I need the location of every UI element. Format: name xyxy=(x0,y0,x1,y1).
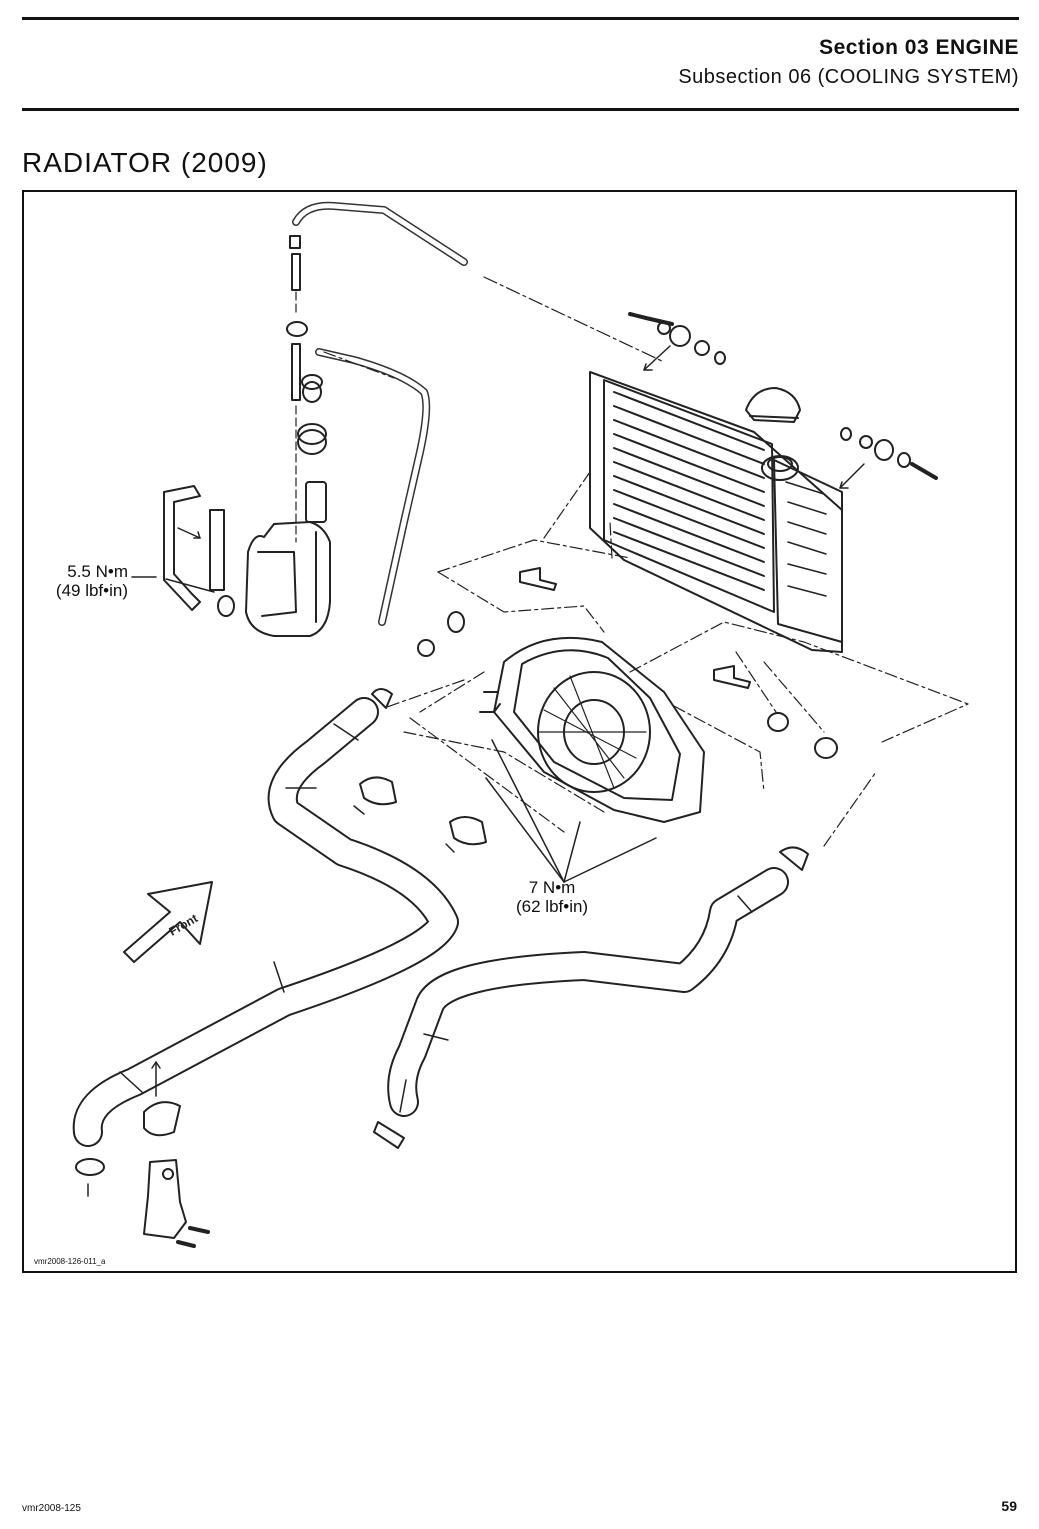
torque-imperial: (49 lbf•in) xyxy=(55,581,128,600)
radiator-core xyxy=(589,371,843,653)
torque-metric: 5.5 N•m xyxy=(67,562,128,581)
radiator-exploded-diagram: Front xyxy=(72,201,969,1248)
coolant-reservoir xyxy=(245,481,331,637)
hose-clamps xyxy=(75,688,809,1176)
torque-imperial: (62 lbf•in) xyxy=(516,897,589,916)
page-number: 59 xyxy=(1001,1498,1017,1514)
torque-spec-reservoir-bracket: 5.5 N•m (49 lbf•in) xyxy=(24,562,128,600)
footer-doc-code: vmr2008-125 xyxy=(22,1503,81,1514)
reservoir-cap-stack xyxy=(286,235,327,543)
page-title: RADIATOR (2009) xyxy=(22,147,268,178)
top-mount-hardware xyxy=(628,312,726,371)
leader-lines xyxy=(87,739,657,1197)
header-rule-bottom xyxy=(22,108,1019,111)
dashdot-line xyxy=(483,276,665,363)
radiator-cap xyxy=(745,387,801,423)
front-arrow-icon: Front xyxy=(123,881,213,963)
subsection-heading: Subsection 06 (COOLING SYSTEM) xyxy=(678,66,1019,88)
fan-bracket xyxy=(713,665,751,689)
grommet xyxy=(447,611,465,633)
figure-code: vmr2008-126-011_a xyxy=(34,1257,106,1266)
torque-spec-fan-screws: 7 N•m (62 lbf•in) xyxy=(516,878,588,916)
section-heading: Section 03 ENGINE xyxy=(819,36,1019,59)
exploded-view-figure: Front 5.5 N•m (49 lbf•in) 7 N•m (62 lbf•… xyxy=(22,190,1017,1273)
grommet xyxy=(767,712,789,732)
side-mount-hardware xyxy=(839,427,938,489)
fan-bracket xyxy=(519,567,557,591)
grommet xyxy=(417,639,435,657)
torque-metric: 7 N•m xyxy=(528,878,576,897)
lower-bracket xyxy=(143,1159,187,1239)
overflow-hose xyxy=(292,201,468,266)
grommet xyxy=(814,737,838,759)
reservoir-bracket xyxy=(131,485,235,617)
assembly-lines xyxy=(383,471,969,847)
header-rule-top xyxy=(22,17,1019,20)
fan-shroud xyxy=(479,636,705,823)
